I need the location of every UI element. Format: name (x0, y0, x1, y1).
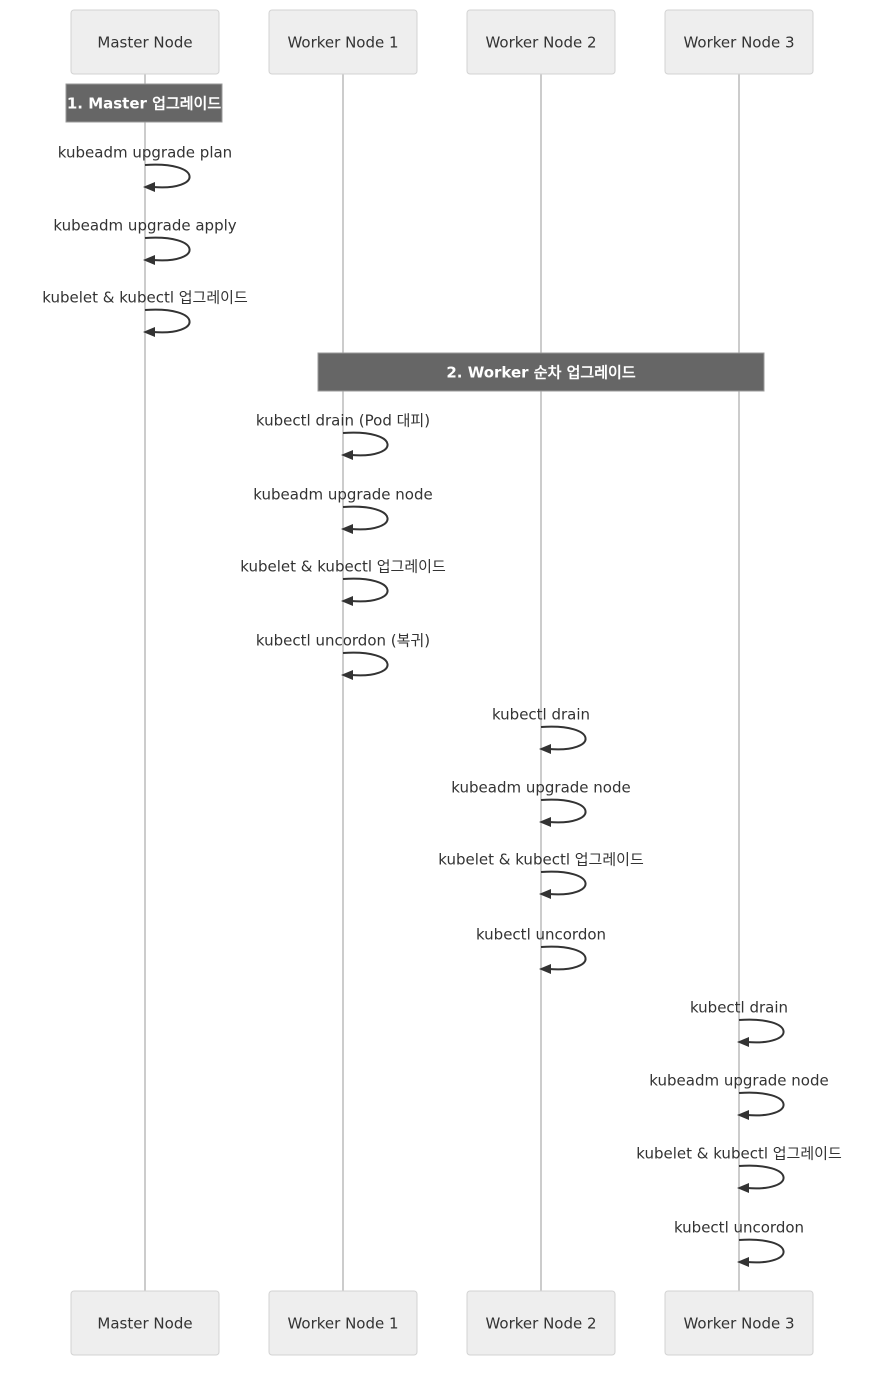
message-loop (144, 163, 191, 189)
self-message: kubeadm upgrade apply (53, 217, 237, 265)
note-box (317, 352, 765, 392)
message-label: kubectl uncordon (복귀) (256, 632, 430, 650)
actor-label: Worker Node 1 (287, 1315, 398, 1333)
arrowhead-icon (737, 1037, 749, 1047)
self-message: kubeadm upgrade node (649, 1072, 829, 1120)
notes: 1. Master 업그레이드 2. Worker 순차 업그레이드 (65, 83, 765, 392)
message-loop (738, 1238, 785, 1264)
actor-box (664, 1290, 814, 1356)
message-label: kubelet & kubectl 업그레이드 (438, 851, 644, 869)
message-loop (144, 236, 191, 262)
note: 2. Worker 순차 업그레이드 (317, 352, 765, 392)
actor-label: Worker Node 3 (683, 1315, 794, 1333)
message-loop (342, 577, 389, 603)
message-label: kubelet & kubectl 업그레이드 (240, 558, 446, 576)
arrowhead-icon (341, 524, 353, 534)
arrowhead-icon (143, 327, 155, 337)
message-loop (540, 870, 587, 896)
messages: kubeadm upgrade plan kubeadm upgrade appl… (42, 144, 842, 1267)
message-loop (342, 651, 389, 677)
message-loop (540, 945, 587, 971)
arrowhead-icon (539, 817, 551, 827)
message-loop (540, 725, 587, 751)
arrowhead-icon (737, 1183, 749, 1193)
note-label: 2. Worker 순차 업그레이드 (446, 364, 635, 382)
message-label: kubeadm upgrade plan (58, 144, 232, 162)
note-label: 1. Master 업그레이드 (67, 95, 221, 113)
message-loop (342, 505, 389, 531)
arrowhead-icon (341, 450, 353, 460)
message-label: kubelet & kubectl 업그레이드 (42, 289, 248, 307)
self-message: kubectl drain (Pod 대피) (256, 412, 430, 460)
arrowhead-icon (539, 744, 551, 754)
arrowhead-icon (539, 964, 551, 974)
arrowhead-icon (341, 596, 353, 606)
actor-top: Master Node (70, 9, 220, 75)
message-label: kubectl drain (690, 999, 788, 1017)
arrowhead-icon (737, 1257, 749, 1267)
self-message: kubelet & kubectl 업그레이드 (636, 1145, 842, 1193)
message-label: kubeadm upgrade apply (53, 217, 236, 235)
actor-top: Worker Node 3 (664, 9, 814, 75)
message-loop (540, 798, 587, 824)
message-label: kubelet & kubectl 업그레이드 (636, 1145, 842, 1163)
actor-label: Worker Node 3 (683, 34, 794, 52)
actor-box (466, 9, 616, 75)
message-label: kubectl drain (492, 706, 590, 724)
self-message: kubelet & kubectl 업그레이드 (42, 289, 248, 337)
actor-box (70, 9, 220, 75)
message-loop (342, 431, 389, 457)
message-loop (738, 1164, 785, 1190)
self-message: kubeadm upgrade node (253, 486, 433, 534)
self-message: kubelet & kubectl 업그레이드 (240, 558, 446, 606)
actor-label: Worker Node 1 (287, 34, 398, 52)
note: 1. Master 업그레이드 (65, 83, 223, 123)
self-message: kubelet & kubectl 업그레이드 (438, 851, 644, 899)
actor-label: Master Node (97, 1315, 192, 1333)
actor-label: Worker Node 2 (485, 34, 596, 52)
arrowhead-icon (143, 182, 155, 192)
actor-label: Master Node (97, 34, 192, 52)
message-label: kubectl uncordon (674, 1219, 804, 1237)
self-message: kubectl drain (492, 706, 590, 754)
message-label: kubectl drain (Pod 대피) (256, 412, 430, 430)
self-message: kubectl uncordon (복귀) (256, 632, 430, 680)
actor-top: Worker Node 2 (466, 9, 616, 75)
arrowhead-icon (539, 889, 551, 899)
message-loop (738, 1091, 785, 1117)
message-loop (144, 308, 191, 334)
self-message: kubectl uncordon (674, 1219, 804, 1267)
self-message: kubeadm upgrade node (451, 779, 631, 827)
lifelines (144, 74, 740, 1291)
self-message: kubeadm upgrade plan (58, 144, 232, 192)
message-label: kubectl uncordon (476, 926, 606, 944)
actors-bottom: Master Node Worker Node 1 Worker Node 2 Wor… (70, 1290, 814, 1356)
actor-box (466, 1290, 616, 1356)
actor-bottom: Worker Node 1 (268, 1290, 418, 1356)
note-box (65, 83, 223, 123)
message-label: kubeadm upgrade node (649, 1072, 828, 1090)
actor-bottom: Worker Node 3 (664, 1290, 814, 1356)
arrowhead-icon (341, 670, 353, 680)
self-message: kubectl uncordon (476, 926, 606, 974)
message-loop (738, 1018, 785, 1044)
arrowhead-icon (143, 255, 155, 265)
actor-box (268, 1290, 418, 1356)
message-label: kubeadm upgrade node (451, 779, 630, 797)
actor-label: Worker Node 2 (485, 1315, 596, 1333)
actor-top: Worker Node 1 (268, 9, 418, 75)
actor-box (664, 9, 814, 75)
message-label: kubeadm upgrade node (253, 486, 432, 504)
actor-box (268, 9, 418, 75)
arrowhead-icon (737, 1110, 749, 1120)
actor-bottom: Worker Node 2 (466, 1290, 616, 1356)
actor-box (70, 1290, 220, 1356)
self-message: kubectl drain (690, 999, 788, 1047)
actors-top: Master Node Worker Node 1 Worker Node 2 Wor… (70, 9, 814, 75)
actor-bottom: Master Node (70, 1290, 220, 1356)
